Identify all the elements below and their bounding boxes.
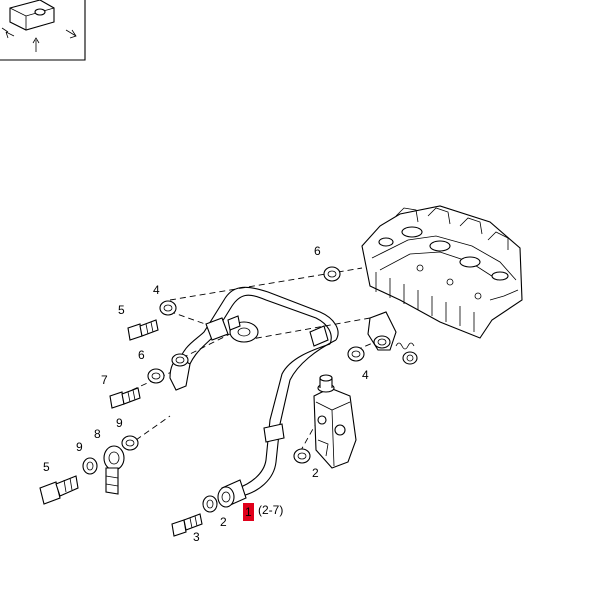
oil-pipe-upper bbox=[169, 286, 339, 391]
callout-3: 3 bbox=[193, 530, 200, 544]
callout-5-lower: 5 bbox=[43, 460, 50, 474]
right-fitting bbox=[367, 311, 418, 365]
callout-labels: 6 4 5 6 7 9 9 8 5 4 2 2 3 1 (2-7) bbox=[43, 244, 369, 544]
callout-9-right: 9 bbox=[116, 416, 123, 430]
callout-2-right: 2 bbox=[312, 466, 319, 480]
callout-6-left: 6 bbox=[138, 348, 145, 362]
callout-7: 7 bbox=[101, 373, 108, 387]
valve-block bbox=[313, 374, 357, 469]
washers bbox=[82, 266, 365, 513]
callout-reference: (2-7) bbox=[258, 503, 283, 517]
callout-2-lower: 2 bbox=[220, 515, 227, 529]
callout-9-left: 9 bbox=[76, 440, 83, 454]
callout-6-top: 6 bbox=[314, 244, 321, 258]
oil-pipe-lower bbox=[217, 339, 337, 508]
cylinder-head-assembly bbox=[361, 205, 523, 339]
callout-4-right: 4 bbox=[362, 368, 369, 382]
bolts bbox=[39, 319, 203, 537]
inset-thumbnail bbox=[0, 0, 86, 61]
callout-1-highlighted[interactable]: 1 bbox=[245, 505, 252, 519]
callout-8: 8 bbox=[94, 427, 101, 441]
banjo-fitting bbox=[103, 445, 125, 495]
highlight-marker bbox=[243, 503, 254, 521]
callout-4-left: 4 bbox=[153, 283, 160, 297]
callout-5-upper: 5 bbox=[118, 303, 125, 317]
